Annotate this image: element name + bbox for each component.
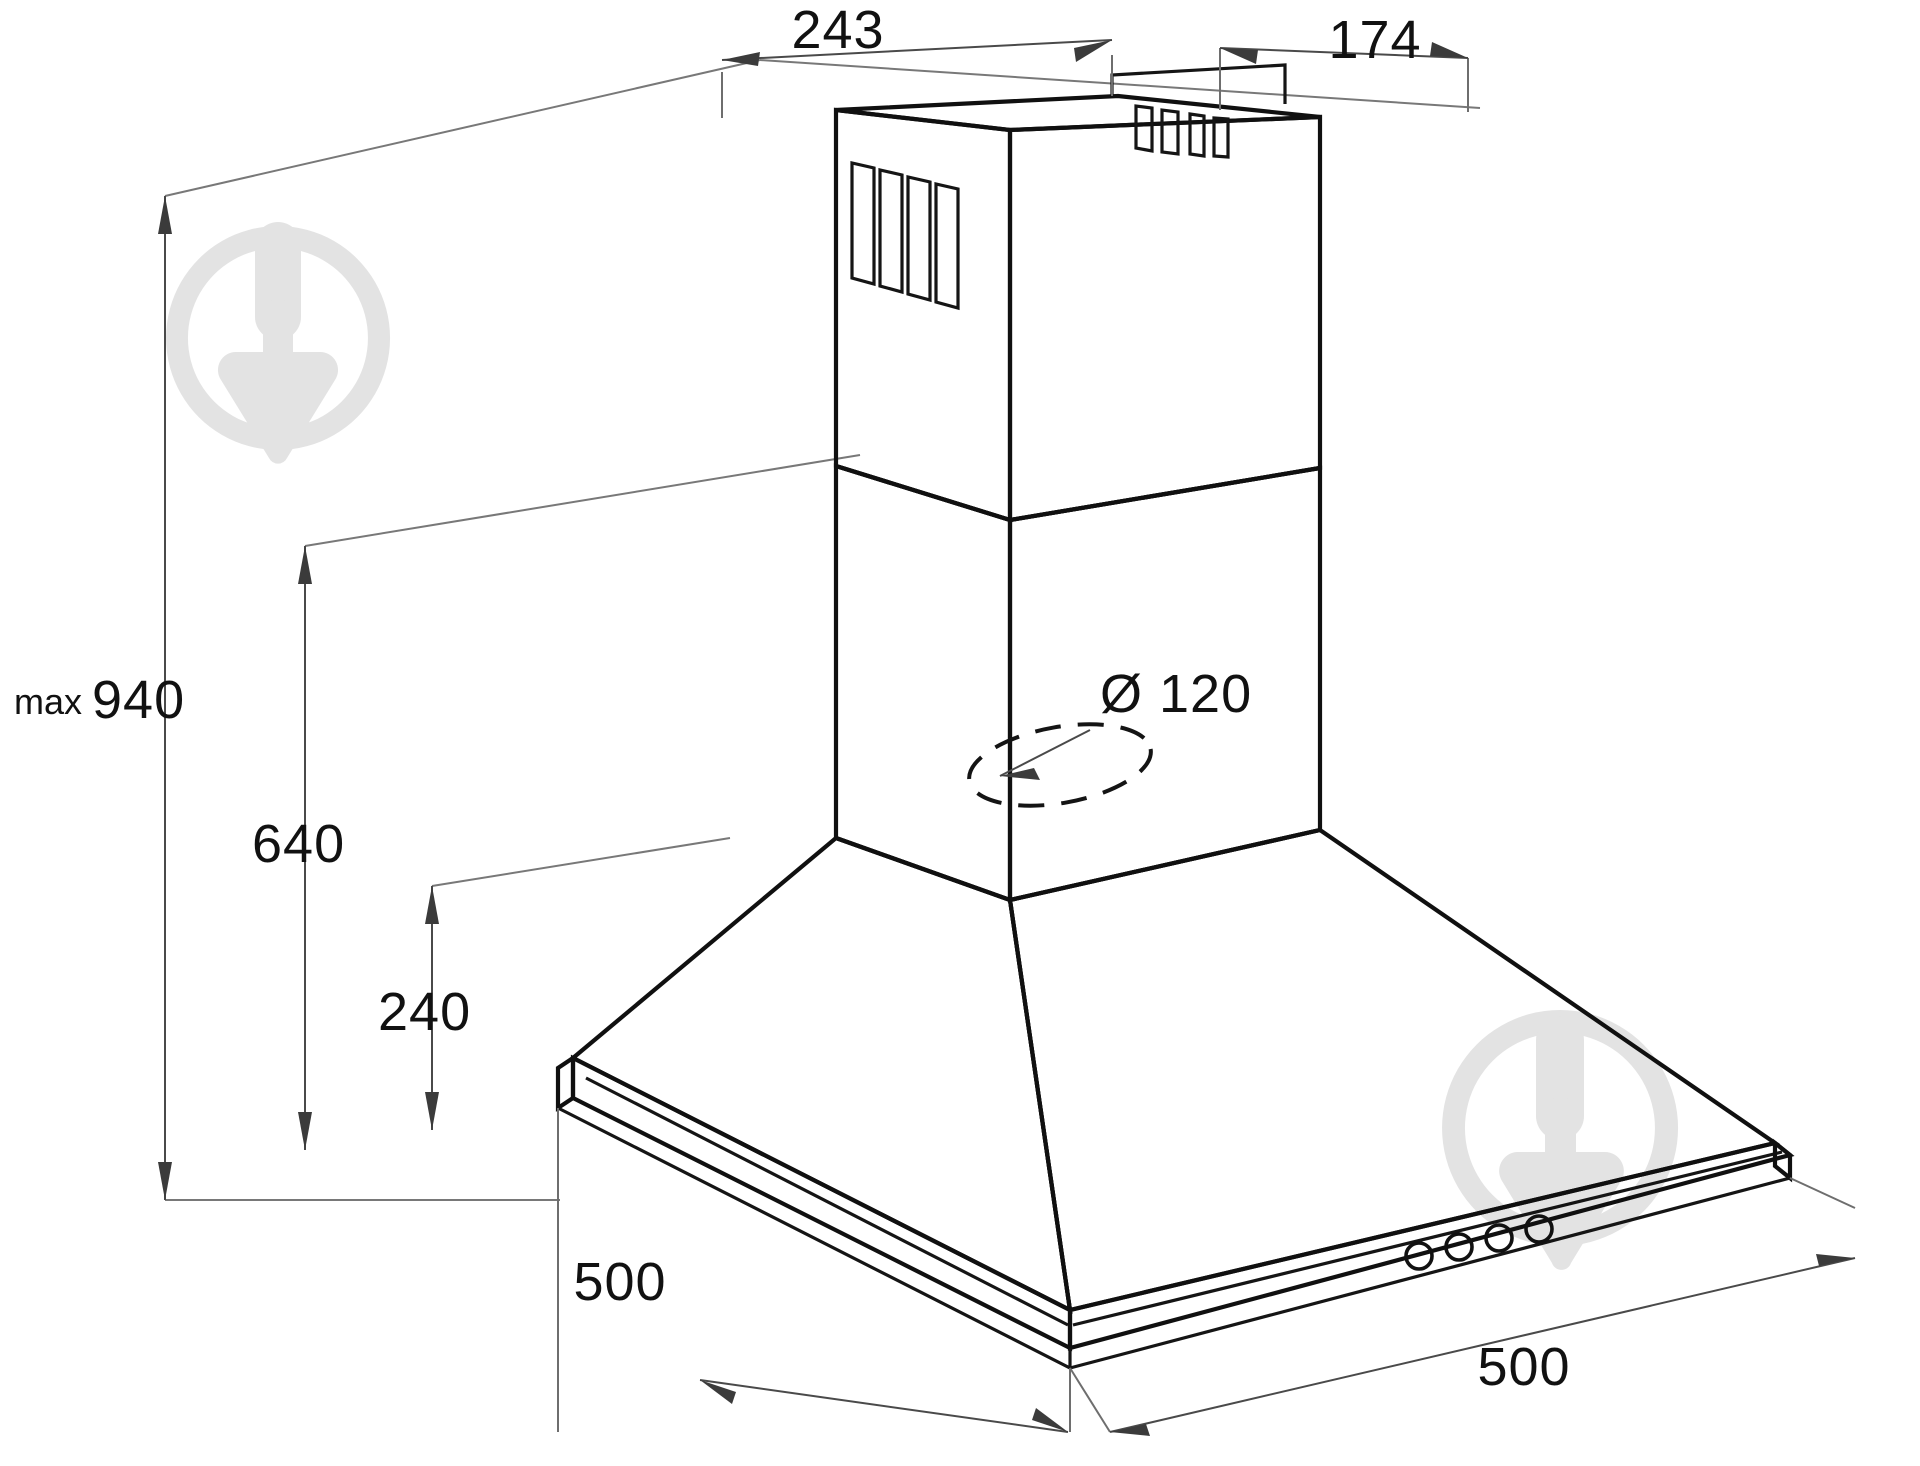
dim-640-label: 640 <box>252 814 345 874</box>
dim-940-label: 940 <box>92 670 185 730</box>
dimension-max-940: max 940 <box>14 196 185 1200</box>
dimension-500-left: 500 <box>557 1108 1071 1433</box>
dimension-240: 240 <box>378 886 471 1130</box>
dim-240-label: 240 <box>378 982 471 1042</box>
vent-slots-front <box>850 160 960 311</box>
control-button-2 <box>1444 1232 1474 1262</box>
wall-reference-lines <box>164 59 1481 1201</box>
dim-500-left-label: 500 <box>573 1252 666 1312</box>
vent-slots-rear <box>1134 104 1230 159</box>
dimension-500-right: 500 <box>1069 1177 1856 1436</box>
dim-500-right-label: 500 <box>1477 1337 1570 1397</box>
watermark-logo-upper-left <box>166 222 391 464</box>
air-outlet-ellipse <box>967 722 1153 808</box>
control-panel[interactable] <box>1404 1214 1554 1271</box>
dimension-640: 640 <box>252 546 345 1150</box>
dimension-outlet-diameter: Ø 120 <box>999 664 1252 780</box>
dim-940-prefix: max <box>14 681 82 722</box>
watermark-logo-lower-right <box>1442 1010 1679 1270</box>
dimension-174: 174 <box>1219 10 1469 112</box>
dimension-243: 243 <box>721 0 1113 118</box>
control-button-4 <box>1524 1214 1554 1244</box>
dim-d120-label: Ø 120 <box>1100 664 1252 724</box>
dim-174-label: 174 <box>1328 10 1421 70</box>
dim-243-label: 243 <box>791 0 884 60</box>
control-button-1 <box>1404 1241 1434 1271</box>
control-button-3 <box>1484 1223 1514 1253</box>
